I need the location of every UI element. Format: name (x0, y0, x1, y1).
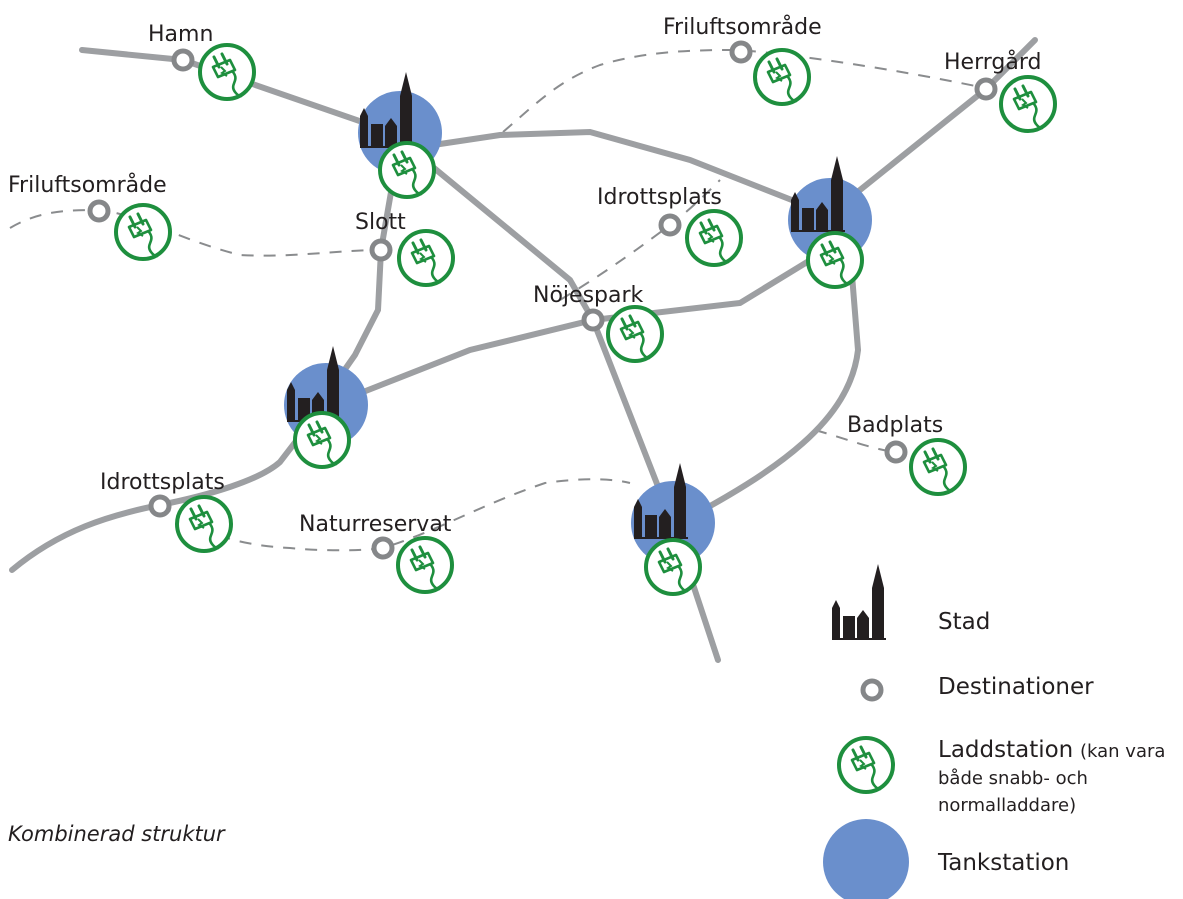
path-idrott-mid (559, 179, 721, 301)
label-nojespark: Nöjespark (533, 283, 644, 308)
road-top (397, 128, 833, 218)
path-friluft-left (9, 208, 381, 257)
ev-plug-icon (293, 411, 351, 469)
legend-label-destinationer: Destinationer (938, 674, 1094, 700)
legend-note-line1: (kan vara (1080, 741, 1165, 762)
label-idrottsplats-mid: Idrottsplats (597, 185, 722, 210)
ev-plug-icon (606, 305, 664, 363)
path-naturreservat (159, 478, 631, 552)
destination-ring-icon (90, 202, 108, 220)
legend-label-tankstation: Tankstation (937, 850, 1069, 876)
tank-stations (284, 91, 872, 565)
figure-caption: Kombinerad struktur (8, 822, 225, 846)
ev-plug-icon (685, 209, 743, 267)
destination-ring-icon (863, 681, 881, 699)
label-naturreservat: Naturreservat (299, 512, 452, 537)
ev-plug-icon (806, 231, 864, 289)
ev-plug-icon (644, 538, 702, 596)
road-east (672, 247, 862, 528)
path-friluft-top (502, 48, 986, 133)
destination-ring-icon (151, 497, 169, 515)
destination-ring-icon (374, 539, 392, 557)
ev-plug-icon (396, 536, 454, 594)
legend-label-laddstation: Laddstation (938, 737, 1073, 763)
tank-station-icon (823, 819, 909, 899)
ev-plug-icon (175, 495, 233, 553)
tank-station-icon (631, 481, 715, 565)
label-slott: Slott (355, 210, 406, 235)
label-friluftsomrade-left: Friluftsområde (8, 172, 167, 198)
label-idrottsplats-left: Idrottsplats (100, 470, 225, 495)
place-labels: Hamn Friluftsområde Herrgård Friluftsomr… (8, 14, 1041, 537)
destination-ring-icon (977, 80, 995, 98)
ev-plug-icon (198, 43, 256, 101)
roads (9, 37, 1038, 663)
destination-ring-icon (732, 43, 750, 61)
legend-note-line2: både snabb- och (938, 768, 1088, 789)
ev-plug-icon (837, 736, 895, 794)
destination-ring-icon (887, 443, 905, 461)
ev-plug-icon (909, 438, 967, 496)
label-badplats: Badplats (847, 413, 943, 438)
legend: Stad Destinationer Laddstation (kan vara… (823, 564, 1165, 899)
destination-ring-icon (661, 216, 679, 234)
ev-plug-icon (114, 203, 172, 261)
paths (9, 48, 986, 552)
ev-plug-icon (999, 75, 1057, 133)
label-friluftsomrade-top: Friluftsområde (663, 14, 822, 40)
destination-ring-icon (584, 311, 602, 329)
legend-note-line3: normalladdare) (938, 795, 1076, 816)
ev-plug-icon (753, 48, 811, 106)
label-hamn: Hamn (148, 22, 213, 47)
legend-label-stad: Stad (938, 609, 990, 635)
destination-ring-icon (174, 51, 192, 69)
label-herrgard: Herrgård (944, 49, 1041, 75)
ev-plug-icon (378, 141, 436, 199)
ev-plug-icon (397, 229, 455, 287)
destination-ring-icon (372, 241, 390, 259)
city-skyline-icon (832, 564, 886, 640)
